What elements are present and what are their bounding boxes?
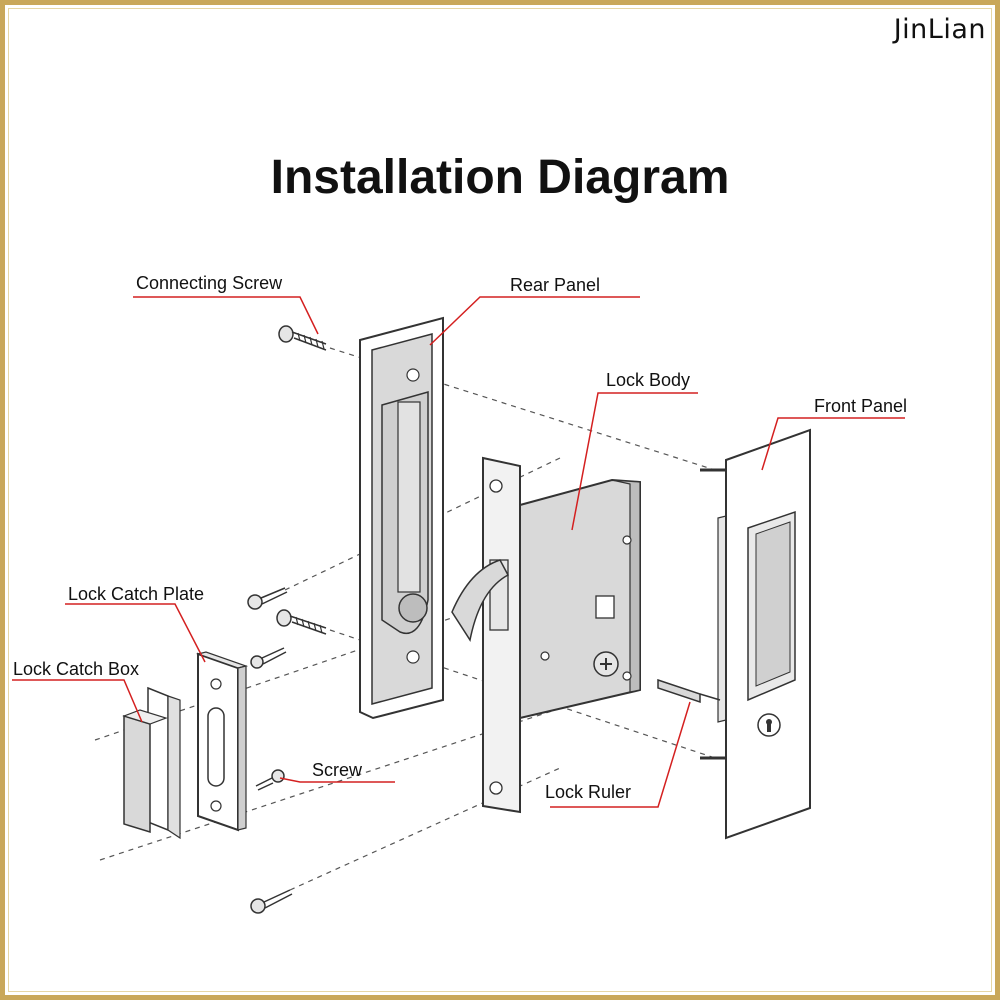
label-connecting-screw: Connecting Screw — [136, 273, 283, 293]
label-rear-panel: Rear Panel — [510, 275, 600, 295]
diagram-title: Installation Diagram — [270, 151, 730, 204]
wood-screw-4 — [250, 889, 293, 914]
rear-panel-part — [359, 316, 444, 720]
leader-lines — [12, 296, 905, 808]
label-lock-ruler: Lock Ruler — [545, 782, 631, 802]
wood-screw-2 — [250, 647, 287, 669]
wood-screw-1 — [247, 587, 288, 610]
lock-ruler-part — [657, 678, 721, 704]
connecting-screw-middle — [276, 609, 327, 635]
wood-screw-3 — [255, 769, 285, 791]
label-lock-catch-box: Lock Catch Box — [13, 659, 139, 679]
lock-catch-plate-part — [195, 651, 249, 832]
lock-body-part — [451, 456, 641, 814]
connecting-screw-top — [278, 325, 327, 351]
label-screw: Screw — [312, 760, 363, 780]
brand-logo-text: JinLian — [893, 14, 986, 45]
label-lock-body: Lock Body — [606, 370, 690, 390]
label-lock-catch-plate: Lock Catch Plate — [68, 584, 204, 604]
front-panel-part — [700, 428, 811, 840]
lock-catch-box-part — [122, 686, 181, 840]
label-front-panel: Front Panel — [814, 396, 907, 416]
gold-frame-inner-line — [8, 8, 992, 992]
